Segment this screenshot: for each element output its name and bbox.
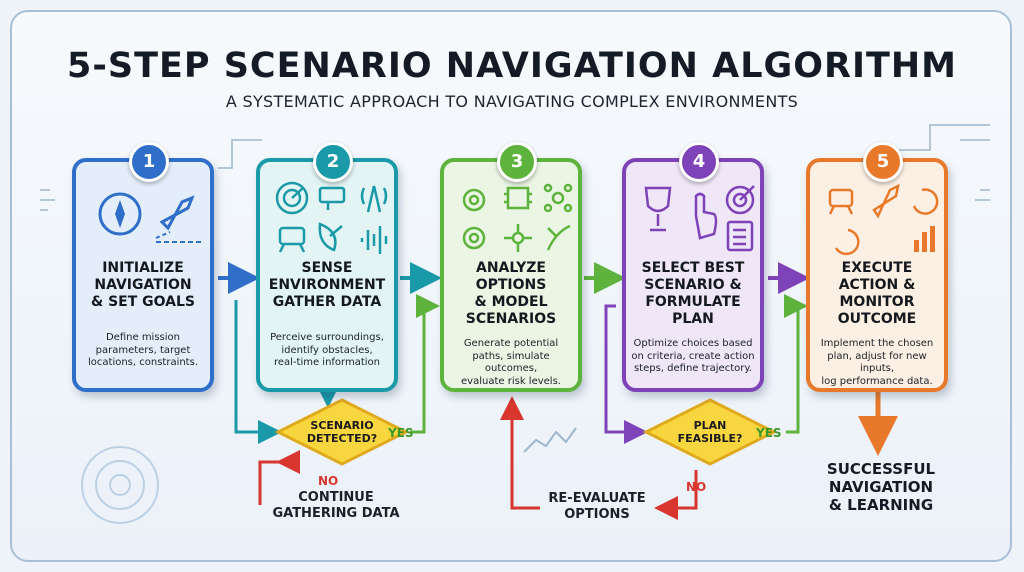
satellite-dish-icon (318, 222, 343, 252)
page-title: 5-STEP SCENARIO NAVIGATION ALGORITHM (67, 46, 957, 86)
decision-1-no-label: NO (318, 474, 339, 488)
waveform-icon (360, 226, 388, 254)
step-5-icons (818, 176, 939, 256)
trophy-icon (644, 186, 672, 232)
step-4-icons (634, 176, 755, 256)
bar-chart-icon (914, 226, 935, 252)
decision-2-yes-label: YES (756, 426, 782, 440)
step-3-description: Generate potential paths, simulate outco… (461, 338, 561, 387)
step-3-icons (452, 176, 573, 256)
pointer-icon (694, 192, 718, 240)
step-5-title: EXECUTE ACTION & MONITOR OUTCOME (837, 260, 917, 327)
network-icon (543, 183, 573, 213)
decision-diamond-2 (642, 398, 778, 466)
step-card-1: 1 INITIALIZE NAVIGATION & SET GOALS Defi… (72, 142, 214, 392)
target-icon (725, 185, 755, 215)
decision-2-no-action: RE-EVALUATE OPTIONS (548, 491, 646, 522)
step-badge-4: 4 (679, 142, 719, 182)
gear-icon (462, 226, 486, 250)
decision-1-yes-label: YES (388, 426, 414, 440)
network-icon (504, 224, 532, 252)
step-1-title: INITIALIZE NAVIGATION & SET GOALS (90, 260, 195, 310)
step-badge-5: 5 (863, 142, 903, 182)
step-2-title: SENSE ENVIRONMENT GATHER DATA (268, 260, 386, 310)
step-card-2: 2 SENSE ENVIRONMENT GATHER DATA Perceive… (256, 142, 398, 392)
step-badge-2: 2 (313, 142, 353, 182)
decision-1-no-action: CONTINUE GATHERING DATA (272, 490, 400, 521)
step-badge-3: 3 (497, 142, 537, 182)
page-subtitle: A SYSTEMATIC APPROACH TO NAVIGATING COMP… (225, 92, 799, 111)
final-outcome: SUCCESSFUL NAVIGATION & LEARNING (826, 460, 936, 514)
checklist-icon (726, 220, 754, 252)
compass-icon (98, 192, 202, 243)
radar-icon (275, 181, 309, 215)
paths-icon (546, 224, 571, 251)
rocket-icon (872, 183, 900, 219)
decision-2-no-label: NO (686, 480, 707, 494)
gears-icon (462, 188, 486, 212)
rocket-icon (155, 195, 202, 243)
decor-chart (523, 427, 577, 453)
step-5-description: Implement the chosen plan, adjust for ne… (820, 338, 934, 387)
robot-icon (278, 226, 306, 253)
chip-icon (504, 186, 532, 210)
decision-diamond-1 (274, 398, 410, 466)
step-2-description: Perceive surroundings, identify obstacle… (270, 332, 384, 368)
antenna-icon (360, 185, 388, 213)
decision-2-text: PLAN FEASIBLE? (677, 419, 743, 445)
refresh-icon (912, 188, 939, 215)
step-card-4: 4 SELECT BEST SCENARIO & FORMULATE PLAN … (622, 142, 764, 392)
step-4-title: SELECT BEST SCENARIO & FORMULATE PLAN (641, 260, 745, 327)
decor-traces (40, 124, 990, 211)
camera-icon (318, 186, 346, 210)
step-1-description: Define mission parameters, target locati… (88, 332, 198, 368)
step-1-icons (84, 176, 202, 256)
step-2-icons (268, 176, 388, 256)
decision-1-text: SCENARIO DETECTED? (306, 419, 378, 445)
step-3-title: ANALYZE OPTIONS & MODEL SCENARIOS (465, 260, 557, 327)
step-4-description: Optimize choices based on criteria, crea… (631, 338, 755, 374)
refresh-icon (834, 228, 860, 256)
decor-dial (81, 446, 159, 524)
step-card-5: 5 EXECUTE ACTION & MONITOR OUTCOME Imple… (806, 142, 948, 392)
step-badge-1: 1 (129, 142, 169, 182)
step-card-3: 3 ANALYZE OPTIONS & MODEL SCENARIOS Gene… (440, 142, 582, 392)
robot-icon (828, 188, 854, 215)
